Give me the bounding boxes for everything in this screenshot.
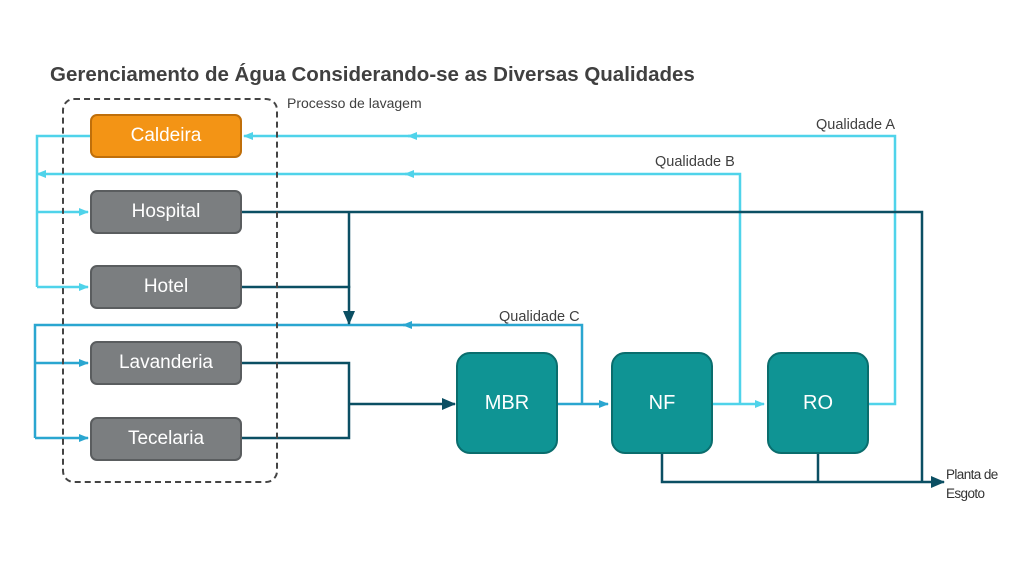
node-mbr: MBR [456,352,558,454]
flow-qualidade-a [243,132,897,406]
label-qualidade-c: Qualidade C [499,309,580,325]
node-caldeira: Caldeira [90,114,242,158]
sewage-plant-label-line2: Esgoto [946,486,985,501]
flow-hospital-to-sewage [242,210,924,482]
flow-left-trunk-light [35,134,91,287]
flow-concentrate-to-sewage [660,453,945,488]
sewage-plant-label: Planta de Esgoto [946,465,998,503]
label-qualidade-a: Qualidade A [816,117,896,133]
flow-qualidade-b [36,170,742,404]
flow-lavanderia-effluent [242,361,351,440]
label-qualidade-b: Qualidade B [655,154,735,170]
washing-process-group [62,98,278,483]
sewage-plant-label-line1: Planta de [946,467,998,482]
flow-qualidade-c [33,323,584,438]
node-nf: NF [611,352,713,454]
node-hospital: Hospital [90,190,242,234]
diagram-title: Gerenciamento de Água Considerando-se as… [50,63,695,86]
node-tecelaria: Tecelaria [90,417,242,461]
node-hotel: Hotel [90,265,242,309]
node-ro: RO [767,352,869,454]
node-lavanderia: Lavanderia [90,341,242,385]
washing-process-label: Processo de lavagem [287,95,422,111]
